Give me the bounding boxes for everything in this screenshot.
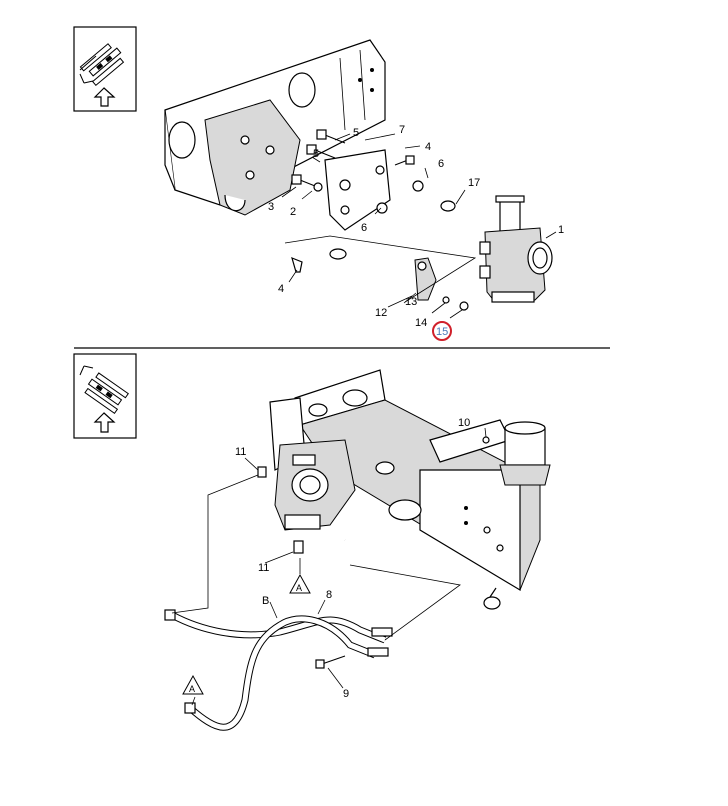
hoses [164, 609, 393, 731]
marker-a-triangle [182, 674, 204, 695]
highlight-ring [432, 321, 452, 341]
callout-1: 1 [558, 224, 564, 236]
callout-11a: 11 [235, 446, 246, 458]
callout-7: 7 [399, 124, 405, 136]
callout-11b: 11 [258, 562, 269, 574]
steering-gear-lower [257, 439, 356, 554]
tie-rod [344, 538, 501, 610]
marker-A2: A [189, 684, 195, 694]
callout-15: 15 [436, 326, 448, 338]
callout-3: 3 [268, 201, 274, 213]
up-arrow-icon [93, 412, 116, 433]
callout-12: 12 [375, 307, 387, 319]
callout-4b: 4 [278, 283, 284, 295]
orientation-icon-bottom [73, 353, 137, 439]
callout-B: B [262, 595, 269, 607]
bolts-upper [291, 129, 424, 273]
callout-5a: 5 [353, 127, 359, 139]
frame-rail-lower [269, 369, 541, 592]
upper-view: 1 2 3 4 4 5 5 6 6 7 12 13 14 15 17 [73, 26, 564, 341]
callout-10: 10 [458, 417, 470, 429]
callouts-upper: 1 2 3 4 4 5 5 6 6 7 12 13 14 15 17 [268, 124, 564, 341]
callout-13: 13 [405, 296, 417, 308]
up-arrow-icon [93, 87, 116, 107]
marker-a-triangle [289, 573, 311, 594]
callout-6a: 6 [438, 158, 444, 170]
steering-gear-upper [479, 195, 553, 303]
lower-view: 8 9 10 11 11 B A A [73, 353, 551, 731]
callout-6b: 6 [361, 222, 367, 234]
callout-14: 14 [415, 317, 427, 329]
drag-link [329, 200, 456, 260]
callout-5b: 5 [313, 148, 319, 160]
frame-rail-upper [164, 39, 386, 216]
leader-lines-upper [281, 133, 557, 319]
callout-8: 8 [326, 589, 332, 601]
callout-17: 17 [468, 177, 480, 189]
leader-lines-lower [171, 427, 487, 706]
marker-A1: A [296, 583, 302, 593]
callouts-lower: 8 9 10 11 11 B A A [182, 417, 470, 700]
callout-9: 9 [343, 688, 349, 700]
callout-2: 2 [290, 206, 296, 218]
bracket [324, 149, 391, 231]
orientation-icon-top [73, 26, 137, 112]
fluid-reservoir [482, 421, 551, 486]
callout-4a: 4 [425, 141, 431, 153]
